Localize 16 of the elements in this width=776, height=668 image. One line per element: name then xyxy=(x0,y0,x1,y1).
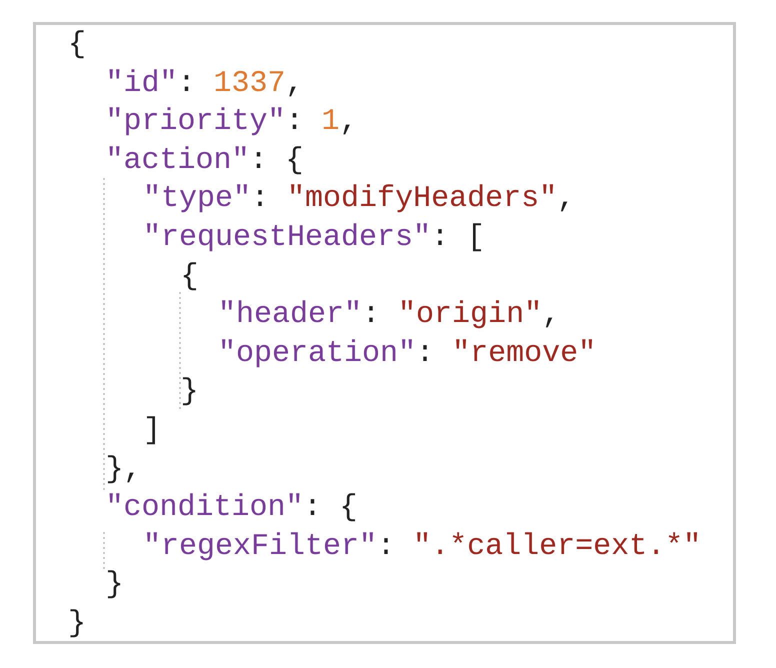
code-line: }, xyxy=(106,452,142,488)
code-line: } xyxy=(68,606,86,642)
code-line: "action": { xyxy=(106,142,304,179)
code-line: "priority": 1, xyxy=(106,104,358,140)
code-line: } xyxy=(180,374,199,410)
code-line: "condition": { xyxy=(106,490,358,526)
code-line: "header": "origin", xyxy=(218,297,560,334)
code-line: "operation": "remove" xyxy=(218,336,596,372)
code-line: "type": "modifyHeaders", xyxy=(143,181,576,218)
code-line: ] xyxy=(143,413,162,449)
code-line: "id": 1337, xyxy=(106,66,304,102)
code-line: { xyxy=(68,27,86,63)
code-line: { xyxy=(180,258,199,295)
code-line: } xyxy=(106,567,124,604)
code-line: "regexFilter": ".*caller=ext.*" xyxy=(143,528,702,565)
code-line: "requestHeaders": [ xyxy=(143,220,486,256)
